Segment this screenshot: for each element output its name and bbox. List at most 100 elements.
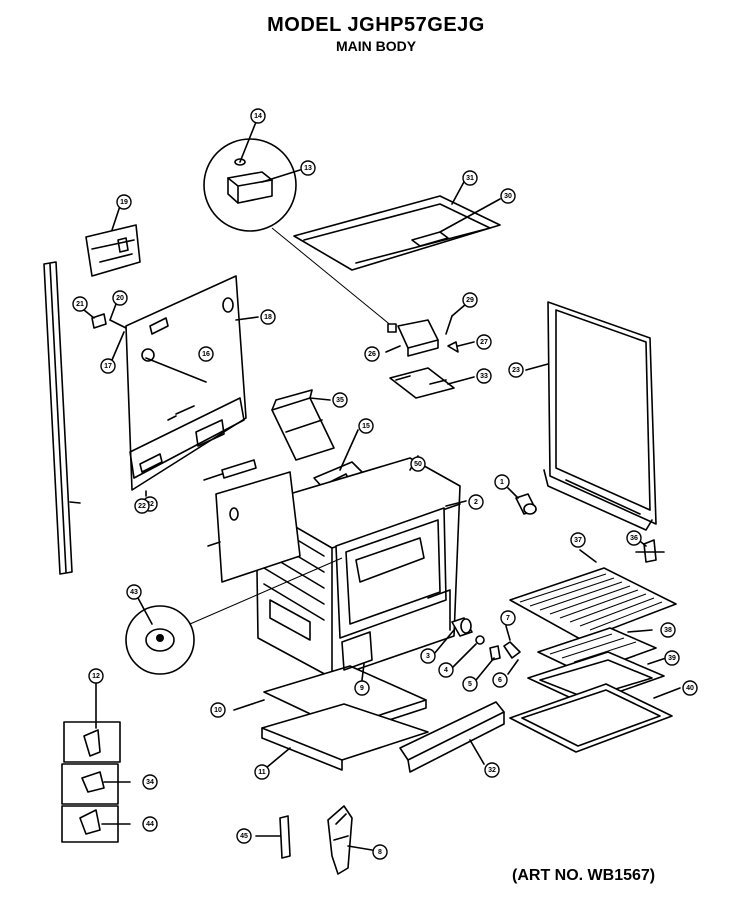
callout-number: 3: [426, 653, 430, 660]
callout-circle: [476, 334, 492, 350]
callout-3: 3: [420, 648, 436, 664]
callout-number: 39: [668, 655, 676, 662]
callout-30: 30: [500, 188, 516, 204]
callout-36: 36: [626, 530, 642, 546]
callout-circle: [468, 494, 484, 510]
callout-13: 13: [300, 160, 316, 176]
callout-circle: [210, 702, 226, 718]
callout-circle: [358, 418, 374, 434]
callout-circle: [664, 650, 680, 666]
callout-number: 38: [664, 627, 672, 634]
callout-number: 19: [120, 199, 128, 206]
rail-32: [399, 701, 505, 773]
callout-27: 27: [476, 334, 492, 350]
callout-33: 33: [476, 368, 492, 384]
callout-circle: [116, 194, 132, 210]
callout-6: 6: [492, 672, 508, 688]
callout-22: 22: [134, 498, 150, 514]
callout-number: 26: [368, 351, 376, 358]
callout-circle: [500, 188, 516, 204]
callout-number: 50: [414, 461, 422, 468]
callout-15: 15: [358, 418, 374, 434]
callout-number: 1: [500, 479, 504, 486]
bracket-33: [389, 367, 475, 399]
callout-10: 10: [210, 702, 226, 718]
callout-number: 45: [240, 833, 248, 840]
callout-34: 34: [142, 774, 158, 790]
callout-circle: [134, 498, 150, 514]
callout-44: 44: [142, 816, 158, 832]
callout-9: 9: [354, 680, 370, 696]
callout-12: 12: [88, 668, 104, 684]
trim-strip: [43, 261, 81, 575]
callout-37: 37: [570, 532, 586, 548]
oven-body: [255, 455, 467, 691]
callout-number: 14: [254, 113, 262, 120]
callout-8: 8: [372, 844, 388, 860]
callout-circle: [72, 296, 88, 312]
callout-number: 37: [574, 537, 582, 544]
callout-circle: [438, 662, 454, 678]
callout-number: 29: [466, 297, 474, 304]
callout-number: 18: [264, 314, 272, 321]
callout-circle: [88, 668, 104, 684]
callout-circle: [100, 358, 116, 374]
callout-number: 23: [512, 367, 520, 374]
callout-number: 34: [146, 779, 154, 786]
callout-circle: [494, 474, 510, 490]
callout-circle: [126, 584, 142, 600]
callout-23: 23: [508, 362, 524, 378]
callout-number: 12: [92, 673, 100, 680]
callout-circle: [420, 648, 436, 664]
callout-45: 45: [236, 828, 252, 844]
callout-circle: [364, 346, 380, 362]
callout-number: 20: [116, 295, 124, 302]
switch-inset: [203, 121, 394, 328]
callout-circle: [462, 292, 478, 308]
callout-number: 33: [480, 373, 488, 380]
knob-1: [507, 487, 537, 515]
callout-number: 5: [468, 681, 472, 688]
callout-11: 11: [254, 764, 270, 780]
bracket-19: [85, 205, 141, 277]
callout-38: 38: [660, 622, 676, 638]
callout-number: 9: [360, 685, 364, 692]
back-panel: [125, 275, 259, 497]
callout-circle: [236, 828, 252, 844]
racks-and-pans: [509, 549, 681, 753]
callout-number: 32: [488, 767, 496, 774]
callout-circle: [198, 346, 214, 362]
callout-18: 18: [260, 309, 276, 325]
callout-circle: [254, 764, 270, 780]
callout-40: 40: [682, 680, 698, 696]
strip-18: [203, 459, 257, 481]
callout-7: 7: [500, 610, 516, 626]
callout-circle: [462, 676, 478, 692]
callout-circle: [300, 160, 316, 176]
callout-number: 4: [444, 667, 448, 674]
thermostat: [385, 303, 475, 357]
section-title: MAIN BODY: [335, 38, 417, 54]
art-number: (ART NO. WB1567): [512, 867, 656, 884]
callout-number: 13: [304, 165, 312, 172]
callout-circle: [372, 844, 388, 860]
callout-circle: [660, 622, 676, 638]
latch-parts: [83, 303, 127, 361]
callout-number: 31: [466, 175, 474, 182]
callout-1: 1: [494, 474, 510, 490]
callout-number: 17: [104, 363, 112, 370]
callout-number: 2: [474, 499, 478, 506]
callout-circle: [682, 680, 698, 696]
callout-number: 11: [258, 769, 266, 776]
callout-number: 36: [630, 535, 638, 542]
callout-circle: [142, 774, 158, 790]
clip-boxes: [61, 679, 131, 843]
callout-number: 30: [504, 193, 512, 200]
callout-number: 15: [362, 423, 370, 430]
callout-17: 17: [100, 358, 116, 374]
cooktop-cover: [293, 179, 501, 271]
leveler: [635, 537, 665, 563]
callout-14: 14: [250, 108, 266, 124]
